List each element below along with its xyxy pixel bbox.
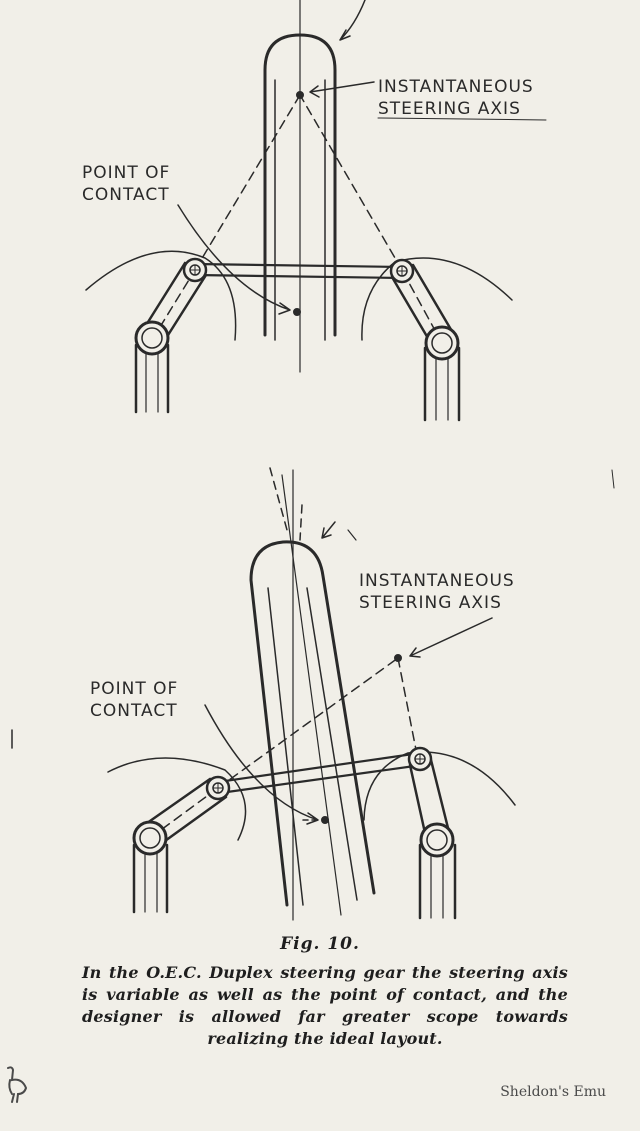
figure-caption: In the O.E.C. Duplex steering gear the s… [82,963,568,1048]
top-tie-rod [193,273,404,280]
bottom-stub-right [418,843,457,920]
top-stub-left [134,343,170,414]
top-contact-label-line1: POINT OF [82,163,171,183]
bottom-pivot-left [132,820,168,856]
bottom-steering-axis-dot [394,654,402,662]
top-label-underline [377,117,547,121]
top-axis-label: INSTANTANEOUS STEERING AXIS [378,76,534,120]
top-stub-right [423,346,461,422]
bottom-tie-rod [218,763,424,795]
top-contact-label-line2: CONTACT [82,185,170,205]
top-arm-left [141,261,208,345]
top-pivot-left [134,320,170,356]
bottom-top-dashes [269,467,288,531]
bottom-tie-rod [216,751,422,784]
bottom-contact-label-line1: POINT OF [90,679,179,699]
print-speck [611,469,615,489]
top-construction-line-right [299,94,403,271]
bottom-arm-right [408,758,450,835]
emu-logo-icon [7,1066,28,1103]
bottom-contact-leader [204,704,319,825]
figure-title: Fig. 10. [280,934,360,954]
top-diagram [85,0,547,422]
bottom-wheel-inner-line [306,587,358,901]
bottom-wheel [249,540,376,907]
bottom-arm-left [138,777,228,848]
bottom-wheel-inner-line [267,587,304,906]
top-arrow-mark [339,0,366,41]
bottom-axis-leader [409,617,493,658]
bottom-joint-right [407,746,433,772]
bottom-construction-line [217,657,399,789]
top-pivot-right [424,325,460,361]
bottom-joint-left [205,775,231,801]
top-contact-label: POINT OF CONTACT [82,162,170,206]
bottom-diagram [107,467,516,921]
top-axis-leader [309,81,375,98]
bottom-construction-line-right [397,657,419,761]
bottom-axis-label: INSTANTANEOUS STEERING AXIS [359,570,515,614]
top-joint-right [389,258,415,284]
bottom-small-tick [347,529,357,541]
top-axis-label-line2: STEERING AXIS [378,99,521,119]
top-steering-axis-dot [296,91,304,99]
bottom-arc-left [107,757,247,841]
top-axis-label-line1: INSTANTANEOUS [378,77,534,97]
top-construction-line-left-lower [151,269,196,341]
bottom-contact-label-line2: CONTACT [90,701,178,721]
top-contact-leader [177,204,291,315]
bottom-axis-label-line1: INSTANTANEOUS [359,571,515,591]
bottom-contact-label: POINT OF CONTACT [90,678,178,722]
bottom-arc-right [363,751,516,821]
bottom-arrow-mark [321,521,336,539]
bottom-wheel-centerline [281,474,342,916]
bottom-axis-label-line2: STEERING AXIS [359,593,502,613]
top-arm-right [390,263,455,347]
bottom-stub-left [132,843,169,914]
credit-text: Sheldon's Emu [500,1084,606,1100]
top-contact-dot [293,308,301,316]
top-arc-left [85,250,237,341]
top-construction-line-left [194,94,301,271]
bottom-pivot-right [419,822,455,858]
bottom-top-dashes [299,504,303,541]
top-joint-left [182,257,208,283]
top-tie-rod [193,262,404,269]
bottom-contact-dot [321,816,329,824]
